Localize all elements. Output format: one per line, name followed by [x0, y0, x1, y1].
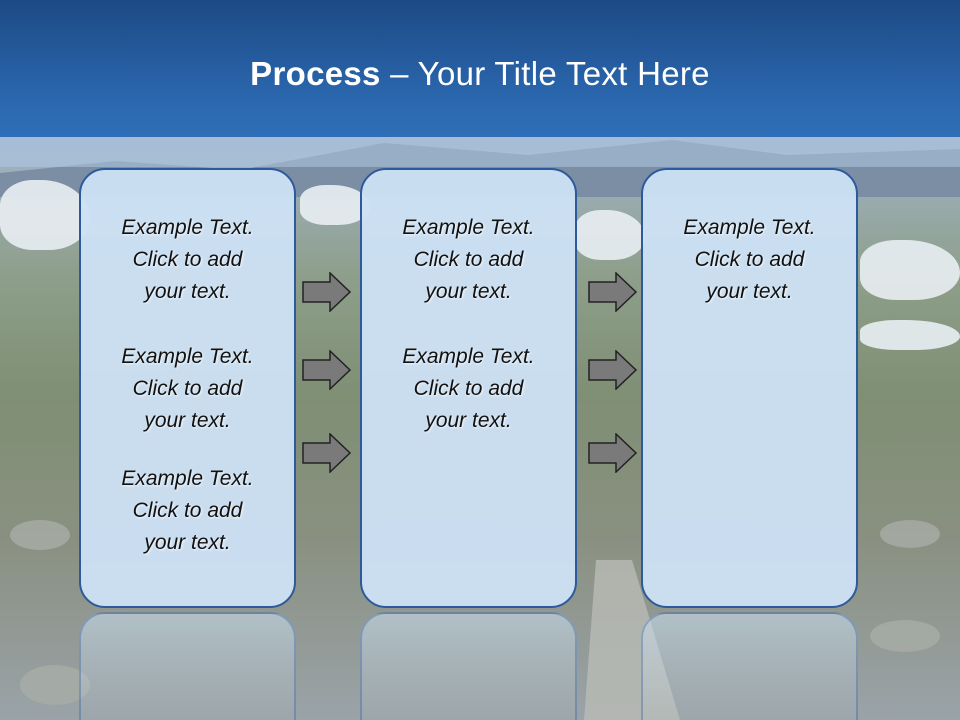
process-box-1[interactable]: Example Text. Click to add your text. Ex…: [79, 168, 296, 608]
text-block[interactable]: Example Text. Click to add your text.: [121, 345, 254, 432]
snow-patch: [0, 180, 90, 250]
title-bold: Process: [250, 55, 381, 92]
process-box-2[interactable]: Example Text. Click to add your text. Ex…: [360, 168, 577, 608]
page-title: Process – Your Title Text Here: [0, 55, 960, 93]
title-rest: – Your Title Text Here: [380, 55, 710, 92]
right-arrow-icon: [302, 272, 352, 312]
snow-patch: [300, 185, 370, 225]
text-block[interactable]: Example Text. Click to add your text.: [683, 216, 816, 303]
snow-patch: [860, 320, 960, 350]
right-arrow-icon: [302, 433, 352, 473]
right-arrow-icon: [588, 272, 638, 312]
right-arrow-icon: [588, 350, 638, 390]
snow-patch: [860, 240, 960, 300]
title-underline-band: [0, 137, 960, 167]
text-block[interactable]: Example Text. Click to add your text.: [121, 216, 254, 303]
header-bar: Process – Your Title Text Here: [0, 0, 960, 137]
box-reflection: [641, 612, 858, 720]
right-arrow-icon: [588, 433, 638, 473]
text-block[interactable]: Example Text. Click to add your text.: [402, 216, 535, 303]
text-block[interactable]: Example Text. Click to add your text.: [402, 345, 535, 432]
right-arrow-icon: [302, 350, 352, 390]
rock: [10, 520, 70, 550]
box-reflection: [79, 612, 296, 720]
text-block[interactable]: Example Text. Click to add your text.: [121, 467, 254, 554]
snow-patch: [575, 210, 645, 260]
process-box-3[interactable]: Example Text. Click to add your text.: [641, 168, 858, 608]
rock: [870, 620, 940, 652]
box-reflection: [360, 612, 577, 720]
rock: [880, 520, 940, 548]
rock: [20, 665, 90, 705]
